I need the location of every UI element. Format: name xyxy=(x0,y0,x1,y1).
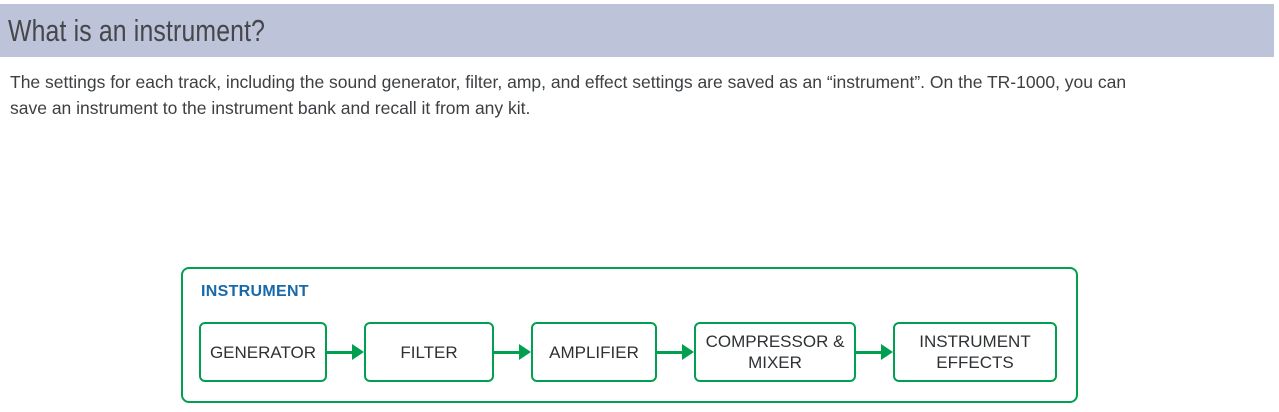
flow-arrow-icon xyxy=(856,344,893,361)
flow-node-instrument-effects: INSTRUMENT EFFECTS xyxy=(893,322,1057,382)
page-title: What is an instrument? xyxy=(8,13,266,48)
flow-node-amplifier: AMPLIFIER xyxy=(531,322,657,382)
arrow-shaft xyxy=(494,350,519,354)
instrument-diagram: INSTRUMENT GENERATOR FILTER AMPLIFIER CO… xyxy=(181,267,1078,403)
section-header-bar: What is an instrument? xyxy=(0,4,1274,57)
intro-line-2: save an instrument to the instrument ban… xyxy=(10,98,531,118)
arrow-head xyxy=(519,344,531,360)
flow-arrow-icon xyxy=(327,344,364,361)
flow-arrow-icon xyxy=(494,344,531,361)
arrow-head xyxy=(881,344,893,360)
arrow-head xyxy=(682,344,694,360)
arrow-shaft xyxy=(327,350,352,354)
diagram-title: INSTRUMENT xyxy=(201,283,309,300)
flow-node-filter: FILTER xyxy=(364,322,494,382)
intro-line-1: The settings for each track, including t… xyxy=(10,72,1127,92)
flow-arrow-icon xyxy=(657,344,694,361)
intro-paragraph: The settings for each track, including t… xyxy=(10,69,1272,121)
arrow-head xyxy=(352,344,364,360)
arrow-shaft xyxy=(856,350,881,354)
flow-node-compressor-mixer: COMPRESSOR & MIXER xyxy=(694,322,856,382)
signal-flow-row: GENERATOR FILTER AMPLIFIER COMPRESSOR & … xyxy=(199,322,1057,382)
arrow-shaft xyxy=(657,350,682,354)
flow-node-generator: GENERATOR xyxy=(199,322,327,382)
